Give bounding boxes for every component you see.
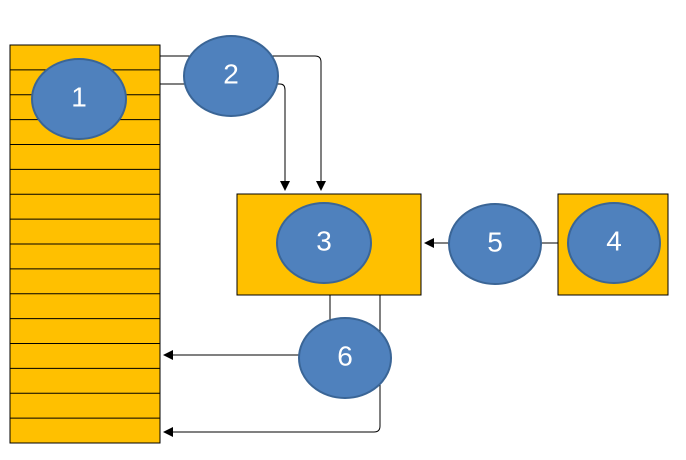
node-3: 3 <box>276 202 372 284</box>
left-table-row-dividers <box>10 69 160 419</box>
node-3-label: 3 <box>316 225 332 256</box>
node-2: 2 <box>183 35 279 117</box>
connector-table-to-box3-outer <box>160 55 326 191</box>
node-1-circle <box>31 58 127 140</box>
node-6: 6 <box>298 317 392 399</box>
node-6-circle <box>298 317 392 399</box>
node-2-circle <box>183 35 279 117</box>
connector-table-to-box3-inner <box>160 83 290 191</box>
node-4: 4 <box>567 202 661 284</box>
connector-box3-to-table-lower <box>163 295 381 437</box>
node-6-label: 6 <box>337 340 353 371</box>
node-4-circle <box>567 202 661 284</box>
node-5-label: 5 <box>487 226 503 257</box>
node-5-circle <box>448 203 542 285</box>
node-4-label: 4 <box>606 225 622 256</box>
node-5: 5 <box>448 203 542 285</box>
node-3-circle <box>276 202 372 284</box>
node-1-label: 1 <box>71 81 87 112</box>
node-1: 1 <box>31 58 127 140</box>
node-2-label: 2 <box>223 58 239 89</box>
